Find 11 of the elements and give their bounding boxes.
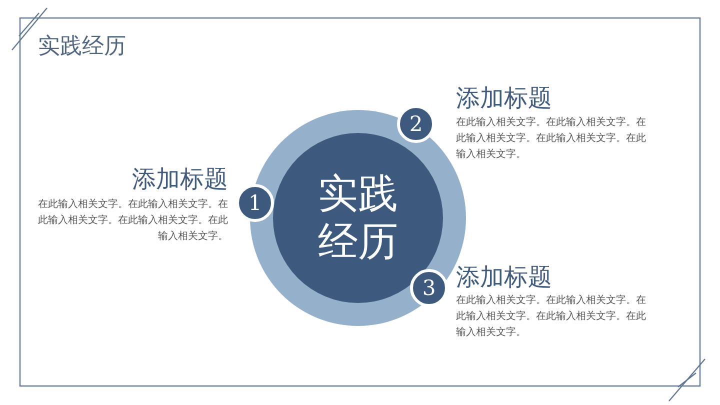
body-text: 在此输入相关文字。在此输入相关文字。在此输入相关文字。在此输入相关文字。在此输入相关文字。 xyxy=(456,116,647,162)
body-text: 在此输入相关文字。在此输入相关文字。在此输入相关文字。在此输入相关文字。在此输入相关文字。 xyxy=(456,294,647,340)
body-text: 在此输入相关文字。在此输入相关文字。在此输入相关文字。在此输入相关文字。在此输入相关文字。 xyxy=(37,198,228,244)
center-title: 实践经历 xyxy=(317,170,399,266)
section-heading: 添加标题 xyxy=(131,165,228,193)
slide-title: 实践经历 xyxy=(38,33,126,61)
step-number: 3 xyxy=(422,276,436,300)
step-number: 1 xyxy=(248,191,262,215)
step-number: 2 xyxy=(409,112,423,136)
section-heading: 添加标题 xyxy=(456,84,553,112)
section-heading: 添加标题 xyxy=(456,263,553,291)
